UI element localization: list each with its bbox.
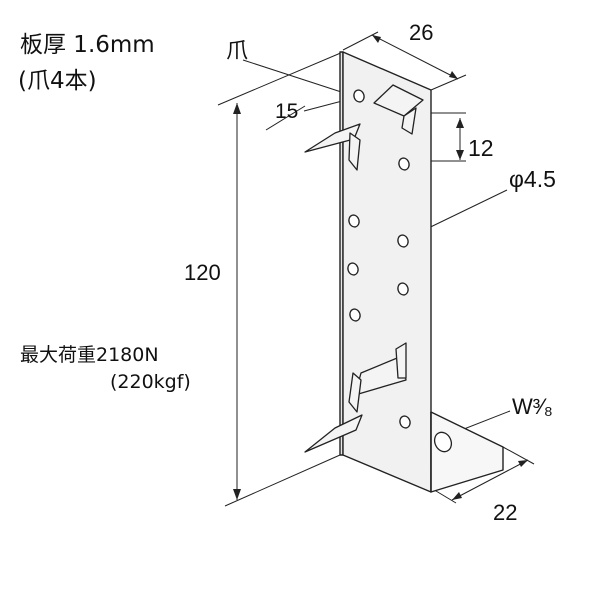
bolt-hole (433, 431, 453, 453)
hole (399, 415, 411, 429)
height-dimension: 120 (184, 260, 221, 285)
hole-diameter-label: φ4.5 (509, 166, 556, 192)
claws (304, 84, 424, 453)
base-length-dimension: 22 (493, 500, 518, 525)
bracket-plate (339, 51, 504, 493)
hole (349, 308, 361, 322)
claw-height-dimension: 12 (468, 135, 494, 161)
claw-top-right-tip (401, 107, 417, 135)
hole (353, 89, 365, 103)
claw-length-dimension: 15 (275, 100, 299, 123)
base-plate (430, 411, 504, 493)
bolt-size-label: W³⁄₈ (512, 394, 553, 419)
hole (347, 262, 359, 276)
hole (397, 282, 409, 296)
claw-top-left (304, 123, 361, 153)
max-load-newton: 最大荷重2180N (20, 344, 159, 366)
claw-top-right (373, 84, 424, 117)
hole (348, 214, 360, 228)
claw-label: 爪 (226, 39, 249, 64)
max-load-kgf: (220kgf) (110, 371, 191, 393)
hole (397, 234, 409, 248)
claw-bottom-right-tip (395, 342, 407, 379)
holes (347, 89, 453, 453)
hole (398, 157, 410, 171)
thickness-spec: 板厚 1.6mm (20, 32, 155, 58)
claw-bottom-left-tip (348, 372, 362, 413)
claw-count-spec: (爪4本) (18, 68, 97, 94)
claw-top-left-tip (348, 132, 361, 171)
claw-bottom-left (304, 414, 363, 453)
width-dimension: 26 (409, 20, 434, 45)
